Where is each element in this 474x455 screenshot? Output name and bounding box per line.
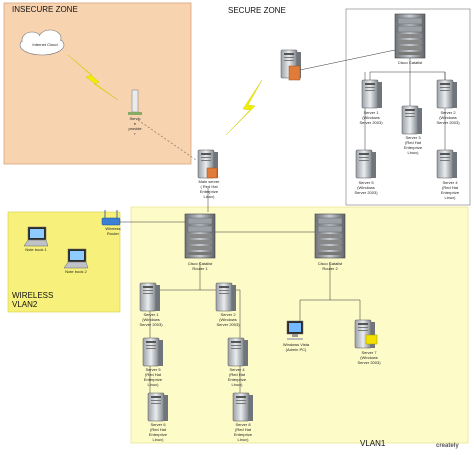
v-server4-label: Server 4 (Red Hat Enterprize Linux) [227,367,247,387]
v-server1-label: Server 1 (Windows Server 2003) [139,312,163,327]
building-icon [128,89,142,115]
wireless-router-icon [101,210,121,226]
wireless-zone [7,211,121,313]
main-server-label: Main server ( Red Hat Enterprize Linux) [198,179,220,199]
server2-top-icon [436,79,458,109]
secure-firewall-icon [280,49,302,81]
v-server8-icon [232,392,254,422]
wireless-zone-title: WIRELESS VLAN2 [12,291,54,309]
service-provider-label: Servic e provide r [128,116,142,136]
vlan1-zone-title: VLAN1 [360,439,386,448]
secure-zone-title: SECURE ZONE [228,6,286,15]
firewall-link [299,49,396,71]
server1-top-icon [361,79,383,109]
v-server7-label: Server 7 (Windows Server 2003) [357,350,381,365]
v-server2-label: Server 2 (Windows Server 2003) [216,312,240,327]
notebook1-icon [23,226,49,247]
bolt-secure-icon [225,79,263,136]
notebook1-label: Note book 1 [25,247,47,252]
v-server1-icon [139,282,161,312]
v-server5-icon [142,337,164,367]
v-server2-icon [215,282,237,312]
server5-top-label: Server 5 (Windows Server 2003) [354,180,378,195]
v-server5-label: Server 5 (Red Hat Enterprize Linux) [143,367,163,387]
insecure-zone-title: INSECURE ZONE [12,5,78,14]
server1-top-label: Server 1 (Windows Server 2003) [359,110,383,125]
catalyst-top-label: Cisco Catalist [397,60,423,65]
server4-top-icon [436,149,458,179]
admin-pc-label: Windows Vista (Admin PC) [282,342,310,352]
server3-top-label: Server 3 (Red Hat Enterprize Linux) [403,135,423,155]
notebook2-icon [63,248,89,269]
admin-pc-icon [286,320,304,340]
firewall-icon [197,149,219,179]
v-server6-label: Server 6 (Red Hat Enterprize Linux) [148,422,168,442]
wireless-router-label: Wireless Router [105,226,121,236]
router1-label: Cisco Catalist Router 1 [187,261,213,271]
server5-top-icon [355,149,377,179]
router1-rack-icon [184,213,216,259]
server2-top-label: Server 2 (Windows Server 2003) [436,110,460,125]
v-server7-icon [354,319,378,349]
insecure-zone [3,2,192,165]
v-server8-label: Server 8 (Red Hat Enterprize Linux) [233,422,253,442]
catalyst-rack-icon [394,13,426,59]
cloud-icon [19,29,65,56]
v-server4-icon [227,337,249,367]
bolt-cloud-icon [67,54,119,101]
notebook2-label: Note book 2 [65,269,87,274]
v-server6-icon [147,392,169,422]
creately-logo: creately [436,443,459,449]
router2-rack-icon [314,213,346,259]
router2-label: Cisco Catalist Router 2 [317,261,343,271]
server3-top-icon [401,105,423,135]
internet-cloud-label: Internet Cloud [32,42,58,47]
server4-top-label: Server 4 (Red Hat Enterprize Linux) [440,180,460,200]
